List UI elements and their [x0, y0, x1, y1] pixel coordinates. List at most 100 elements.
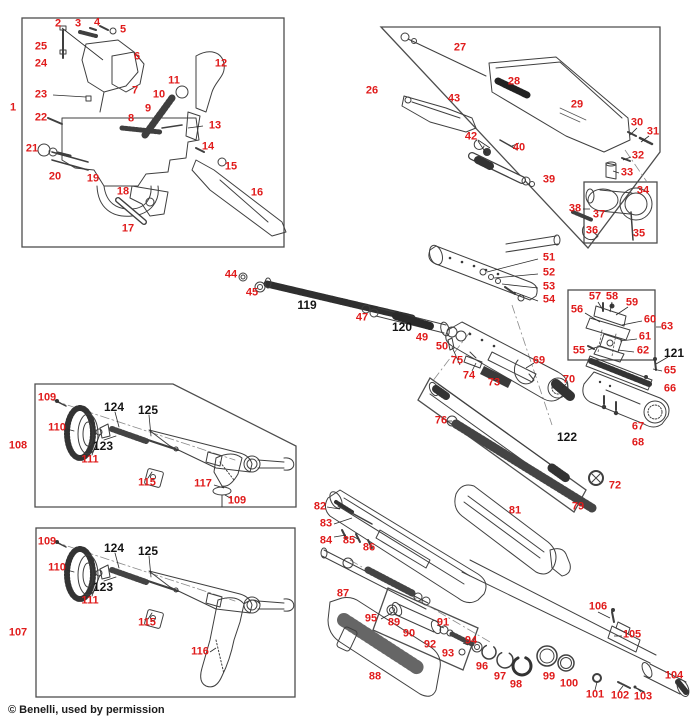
callout-28: 28	[507, 75, 521, 88]
callout-75: 75	[450, 354, 464, 367]
trigger-group-drawing	[37, 25, 287, 237]
callout-101: 101	[585, 688, 605, 701]
callout-111: 111	[81, 594, 99, 607]
callout-36: 36	[585, 224, 599, 237]
stock-lower-drawing	[52, 540, 294, 688]
callout-27: 27	[453, 41, 467, 54]
callout-89: 89	[387, 616, 401, 629]
callout-50: 50	[435, 340, 449, 353]
bolt-carrier-group-drawing	[400, 32, 654, 241]
callout-120: 120	[391, 320, 413, 334]
upper-receiver-drawing	[428, 234, 561, 302]
callout-5: 5	[119, 23, 127, 36]
callout-62: 62	[636, 344, 650, 357]
callout-84: 84	[319, 534, 333, 547]
callout-95: 95	[364, 612, 378, 625]
barrel-rings-drawing	[481, 644, 575, 677]
callout-69: 69	[532, 354, 546, 367]
magazine-tube-drawing	[320, 547, 431, 610]
callout-86: 86	[362, 541, 376, 554]
callout-7: 7	[131, 84, 139, 97]
valve-assembly-outline	[372, 587, 479, 671]
callout-102: 102	[610, 689, 630, 702]
callout-1: 1	[9, 101, 17, 114]
callout-40: 40	[512, 141, 526, 154]
callout-83: 83	[319, 517, 333, 530]
callout-96: 96	[475, 660, 489, 673]
callout-11: 11	[168, 74, 180, 87]
callout-124: 124	[103, 541, 125, 555]
callout-109: 109	[227, 494, 247, 507]
callout-45: 45	[245, 286, 259, 299]
callout-92: 92	[423, 638, 437, 651]
callout-53: 53	[542, 280, 556, 293]
callout-90: 90	[402, 627, 416, 640]
callout-97: 97	[493, 670, 507, 683]
callout-87: 87	[336, 587, 350, 600]
callout-99: 99	[542, 670, 556, 683]
callout-30: 30	[630, 116, 644, 129]
callout-76: 76	[434, 414, 448, 427]
rear-sight-box	[567, 289, 656, 361]
callout-35: 35	[632, 227, 646, 240]
stock-assembly-box-lower	[35, 527, 296, 698]
lower-receiver-drawing	[324, 489, 657, 664]
callout-68: 68	[631, 436, 645, 449]
callout-42: 42	[464, 130, 478, 143]
callout-15: 15	[224, 160, 238, 173]
callout-117: 117	[194, 477, 212, 490]
recoil-tube-drawing	[428, 381, 604, 513]
callout-110: 110	[48, 561, 66, 574]
forend-drawing	[327, 597, 441, 697]
callout-55: 55	[572, 344, 586, 357]
callout-26: 26	[365, 84, 379, 97]
callout-16: 16	[250, 186, 264, 199]
callout-124: 124	[103, 400, 125, 414]
callout-2: 2	[54, 17, 62, 30]
callout-10: 10	[152, 88, 166, 101]
callout-79: 79	[571, 500, 585, 513]
callout-81: 81	[508, 504, 522, 517]
scope-rail-cover-drawing	[582, 355, 670, 428]
callout-19: 19	[86, 172, 100, 185]
callout-63: 63	[660, 320, 674, 333]
stock-upper-drawing	[52, 399, 294, 508]
callout-25: 25	[34, 40, 48, 53]
callout-65: 65	[663, 364, 677, 377]
callout-8: 8	[127, 112, 135, 125]
callout-106: 106	[588, 600, 608, 613]
callout-103: 103	[633, 690, 653, 703]
callout-33: 33	[620, 166, 634, 179]
callout-105: 105	[622, 628, 642, 641]
callout-72: 72	[608, 479, 622, 492]
callout-70: 70	[562, 373, 576, 386]
callout-111: 111	[81, 453, 99, 466]
callout-37: 37	[592, 208, 606, 221]
callout-91: 91	[436, 616, 450, 629]
callout-44: 44	[224, 268, 238, 281]
callout-104: 104	[664, 669, 684, 682]
callout-125: 125	[137, 403, 159, 417]
callout-93: 93	[441, 647, 455, 660]
callout-121: 121	[663, 346, 685, 360]
callout-123: 123	[92, 580, 114, 594]
callout-4: 4	[93, 16, 101, 29]
barrel-clamp-drawing	[592, 608, 690, 697]
callout-12: 12	[214, 57, 228, 70]
callout-115: 115	[138, 476, 156, 489]
callout-98: 98	[509, 678, 523, 691]
callout-108: 108	[8, 439, 28, 452]
callout-31: 31	[646, 125, 660, 138]
callout-109: 109	[37, 535, 57, 548]
callout-52: 52	[542, 266, 556, 279]
callout-49: 49	[415, 331, 429, 344]
callout-119: 119	[297, 298, 317, 312]
callout-39: 39	[542, 173, 556, 186]
rear-sight-drawing	[585, 302, 631, 363]
callout-20: 20	[48, 170, 62, 183]
callout-9: 9	[144, 102, 152, 115]
callout-21: 21	[25, 142, 39, 155]
callout-125: 125	[137, 544, 159, 558]
